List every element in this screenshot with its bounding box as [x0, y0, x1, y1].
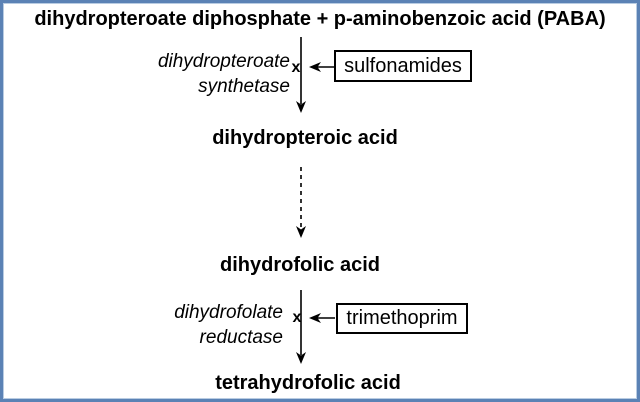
enzyme-dihydropteroate-synthetase: dihydropteroate synthetase	[158, 49, 290, 99]
arrow-step1	[296, 37, 306, 113]
inhibition-x-step2: x	[292, 309, 302, 326]
arrow-step3	[296, 290, 306, 364]
enzyme-dihydrofolate-reductase: dihydrofolate reductase	[174, 300, 283, 350]
metabolite-tetrahydrofolic-acid: tetrahydrofolic acid	[215, 372, 401, 394]
enzyme-label-line: reductase	[199, 327, 283, 348]
metabolite-dihydropteroic-acid: dihydropteroic acid	[212, 127, 398, 149]
inhibitor-box-trimethoprim: trimethoprim	[336, 303, 468, 334]
arrow-step2-dashed	[296, 167, 306, 238]
inhibition-x-step1: x	[291, 59, 301, 76]
enzyme-label-line: synthetase	[198, 76, 290, 97]
metabolite-dihydrofolic-acid: dihydrofolic acid	[219, 254, 381, 276]
diagram-title: dihydropteroate diphosphate + p-aminoben…	[34, 8, 606, 30]
inhibitor-arrow-trimethoprim	[309, 313, 335, 323]
inhibitor-arrow-sulfonamides	[309, 62, 334, 72]
inhibitor-box-sulfonamides: sulfonamides	[334, 50, 472, 82]
inhibitor-label: sulfonamides	[344, 54, 462, 77]
enzyme-label-line: dihydropteroate	[157, 51, 290, 72]
enzyme-label-line: dihydrofolate	[174, 302, 283, 323]
inhibitor-label: trimethoprim	[346, 307, 458, 329]
